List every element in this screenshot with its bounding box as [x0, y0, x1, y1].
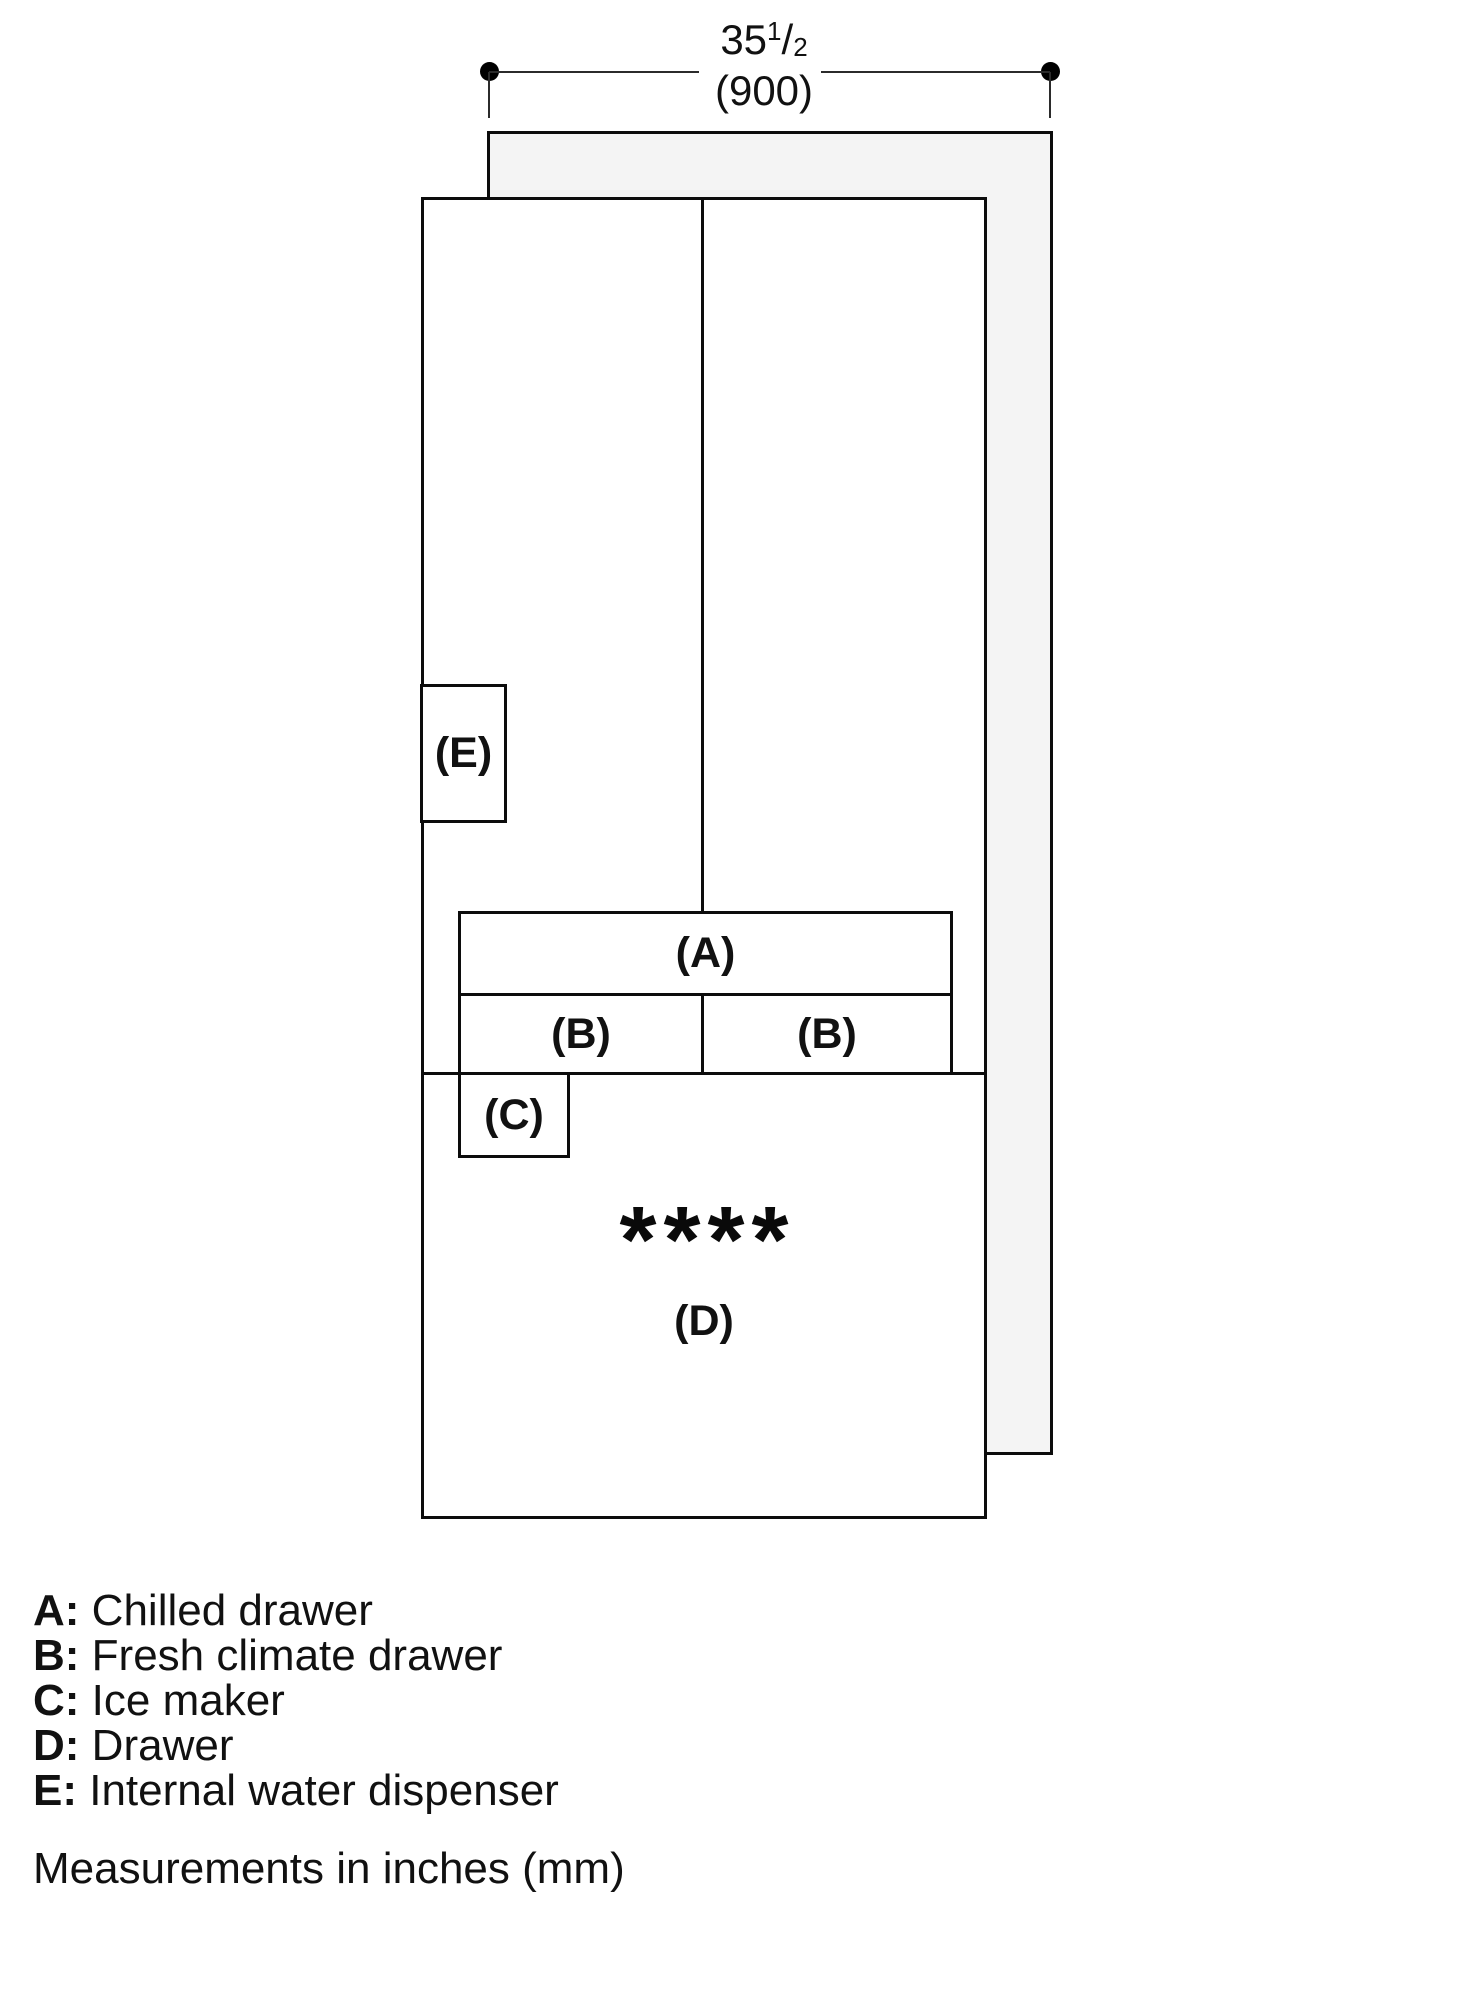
dimension-endpoint-dot-right — [1041, 62, 1060, 81]
legend-text-b: Fresh climate drawer — [91, 1631, 503, 1680]
door-center-divider-line — [701, 199, 704, 913]
legend-text-c: Ice maker — [91, 1676, 285, 1725]
fresh-climate-drawer-right-box: (B) — [701, 993, 953, 1075]
legend-item-a: A: Chilled drawer — [33, 1588, 559, 1633]
dimension-tick-right — [1049, 72, 1051, 118]
measurement-units-note: Measurements in inches (mm) — [33, 1844, 625, 1893]
ice-maker-label: (C) — [484, 1090, 544, 1139]
internal-water-dispenser-label: (E) — [434, 729, 493, 777]
legend-text-d: Drawer — [91, 1721, 234, 1770]
chilled-drawer-label: (A) — [675, 929, 736, 977]
fresh-climate-drawer-left-box: (B) — [458, 993, 704, 1075]
legend-key-c: C: — [33, 1676, 80, 1725]
dimension-width-mm: (900) — [714, 67, 814, 114]
chilled-drawer-box: (A) — [458, 911, 953, 996]
legend-key-a: A: — [33, 1586, 80, 1635]
freezer-section-divider-line — [421, 1072, 987, 1075]
fresh-climate-drawer-right-label: (B) — [797, 1009, 857, 1058]
dimension-fraction-numerator: 1 — [767, 16, 782, 46]
internal-water-dispenser-box: (E) — [420, 684, 507, 823]
legend-item-e: E: Internal water dispenser — [33, 1768, 559, 1813]
fresh-climate-drawer-left-label: (B) — [551, 1009, 611, 1058]
legend-key-d: D: — [33, 1721, 80, 1770]
legend-text-a: Chilled drawer — [91, 1586, 373, 1635]
dimension-line-right-segment — [821, 71, 1050, 73]
freezer-star-rating: **** — [619, 1187, 796, 1293]
legend-text-e: Internal water dispenser — [89, 1766, 559, 1815]
drawer-label: (D) — [674, 1297, 734, 1345]
dimension-fraction-denominator: 2 — [793, 32, 808, 62]
dimension-line-left-segment — [489, 71, 699, 73]
dimension-fraction-slash: / — [781, 16, 794, 63]
legend-item-b: B: Fresh climate drawer — [33, 1633, 559, 1678]
appliance-front-outline — [421, 197, 987, 1519]
legend: A: Chilled drawer B: Fresh climate drawe… — [33, 1588, 559, 1813]
ice-maker-box: (C) — [458, 1072, 570, 1158]
legend-item-c: C: Ice maker — [33, 1678, 559, 1723]
legend-item-d: D: Drawer — [33, 1723, 559, 1768]
legend-key-b: B: — [33, 1631, 80, 1680]
dimension-tick-left — [488, 72, 490, 118]
dimension-inches-whole: 35 — [720, 16, 768, 63]
dimension-width-inches: 351/2 — [664, 18, 864, 61]
legend-key-e: E: — [33, 1766, 77, 1815]
